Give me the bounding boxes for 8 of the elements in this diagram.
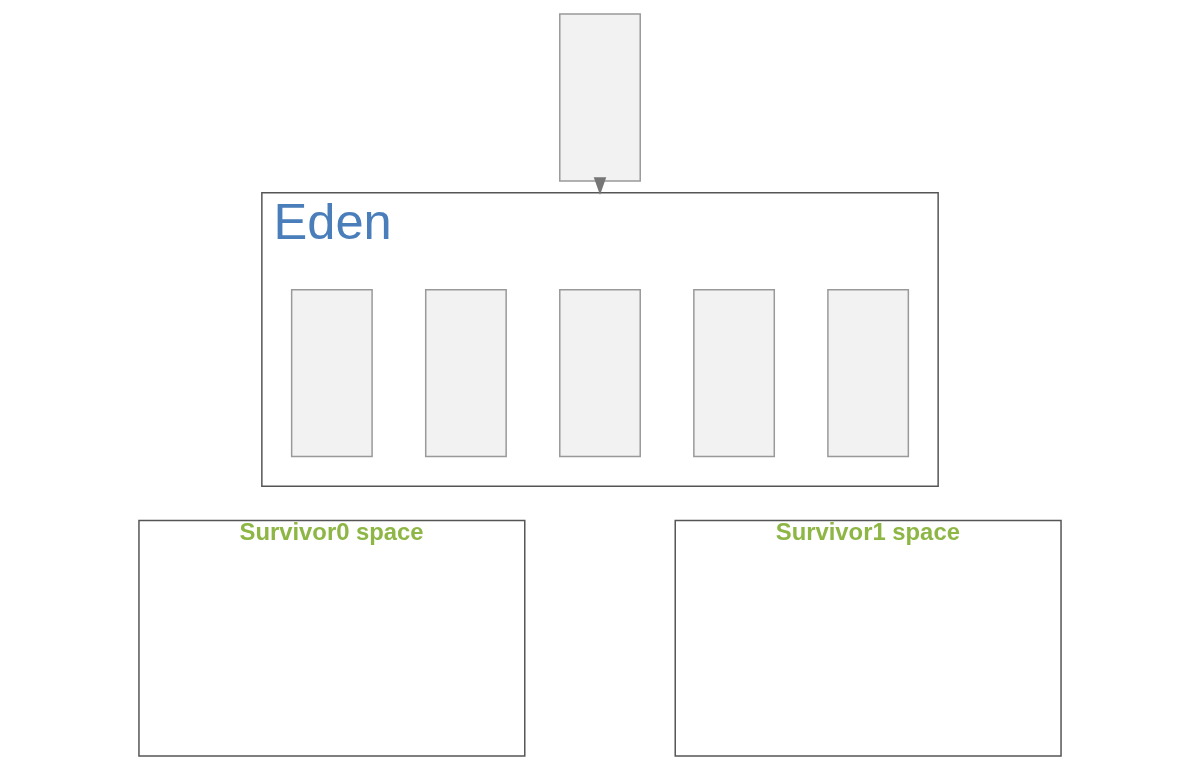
- node-box: [827, 288, 910, 458]
- node-box: Survivor1 space: [674, 519, 1062, 757]
- node-box: [290, 288, 373, 458]
- node-box: Survivor0 space: [138, 519, 526, 757]
- node-box: [424, 288, 507, 458]
- cluster: Eden: [261, 192, 939, 488]
- node-box: [693, 288, 776, 458]
- node-box: [559, 288, 641, 458]
